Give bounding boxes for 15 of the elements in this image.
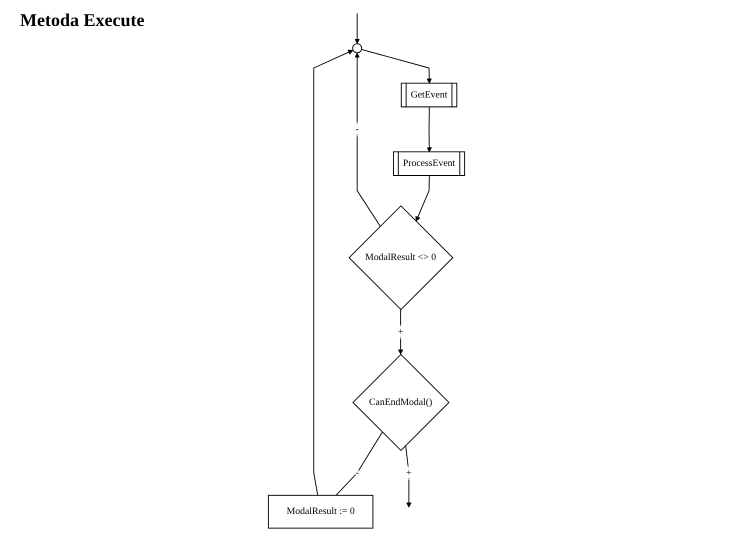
arrow <box>354 12 360 44</box>
arrow <box>313 50 354 496</box>
arrow <box>426 106 432 152</box>
edge-label: + <box>398 326 404 337</box>
diagram-title: Metoda Execute <box>20 10 144 31</box>
node-diamond: CanEndModal() <box>352 354 450 452</box>
node-box: ModalResult := 0 <box>268 494 374 529</box>
node-diamond: ModalResult <> 0 <box>348 205 454 310</box>
node-circle <box>352 43 362 54</box>
edge-label: - <box>356 124 359 134</box>
edge-label: - <box>356 467 359 478</box>
arrow <box>361 49 432 84</box>
arrow <box>415 175 430 222</box>
edge-label: + <box>406 467 412 478</box>
connector <box>336 432 383 496</box>
